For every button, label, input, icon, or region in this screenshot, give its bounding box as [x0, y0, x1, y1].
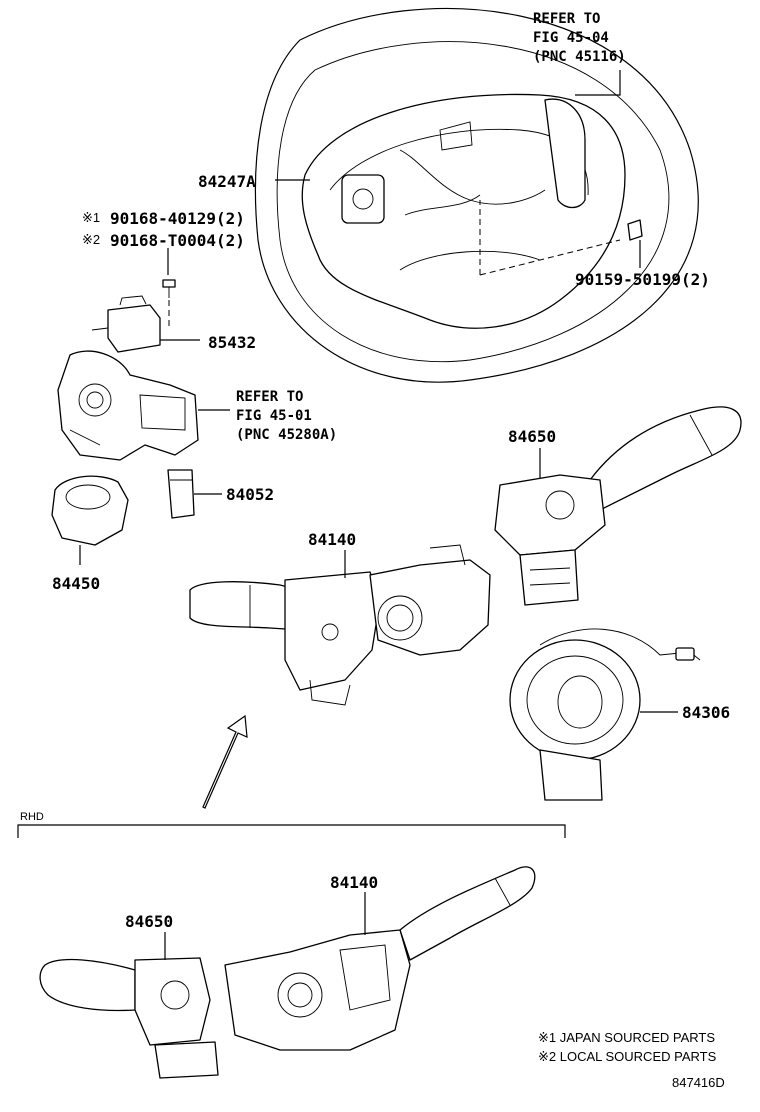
- ref-mid-line2: FIG 45-01: [236, 408, 312, 424]
- legend-item-1: ※1 JAPAN SOURCED PARTS: [538, 1030, 715, 1045]
- label-screw-japan: 90168-40129(2): [110, 209, 245, 228]
- label-screw-local: 90168-T0004(2): [110, 231, 245, 250]
- lock-cylinder-drawing: [167, 469, 222, 519]
- label-combination-switch: 84140: [308, 530, 356, 549]
- screw-drawing: [162, 279, 176, 330]
- figure-id: 847416D: [672, 1075, 725, 1090]
- label-bolt: 90159-50199(2): [575, 270, 710, 289]
- ref-top-line2: FIG 45-04: [533, 30, 609, 46]
- label-rhd-combination-switch: 84140: [330, 873, 378, 892]
- ref-top-line3: (PNC 45116): [533, 49, 626, 65]
- legend-item-2: ※2 LOCAL SOURCED PARTS: [538, 1049, 717, 1064]
- label-wiper-switch: 84650: [508, 427, 556, 446]
- ignition-switch-drawing: [51, 475, 129, 565]
- transponder-drawing: [91, 295, 200, 353]
- ignition-housing-drawing: [57, 350, 230, 461]
- steering-wheel: [254, 7, 699, 383]
- ref-top-line1: REFER TO: [533, 11, 600, 27]
- label-ignition-switch: 84450: [52, 574, 100, 593]
- rhd-bracket: [17, 824, 566, 838]
- label-airbag-pad: 84247A: [198, 172, 256, 191]
- label-rhd: RHD: [20, 811, 44, 823]
- rhd-wiper-switch-drawing: [39, 932, 219, 1079]
- label-rhd-wiper-switch: 84650: [125, 912, 173, 931]
- wiper-switch-drawing: [494, 406, 742, 606]
- label-transponder: 85432: [208, 333, 256, 352]
- ref-mid-line1: REFER TO: [236, 389, 303, 405]
- label-screw-mark-2: ※2: [82, 232, 100, 247]
- label-spiral-cable: 84306: [682, 703, 730, 722]
- direction-arrow: [202, 714, 248, 809]
- label-screw-mark-1: ※1: [82, 210, 100, 225]
- ref-mid-line3: (PNC 45280A): [236, 427, 337, 443]
- rhd-combination-switch-drawing: [224, 866, 536, 1051]
- combination-switch-drawing: [189, 544, 491, 706]
- spiral-cable-drawing: [509, 628, 701, 801]
- label-lock-cylinder: 84052: [226, 485, 274, 504]
